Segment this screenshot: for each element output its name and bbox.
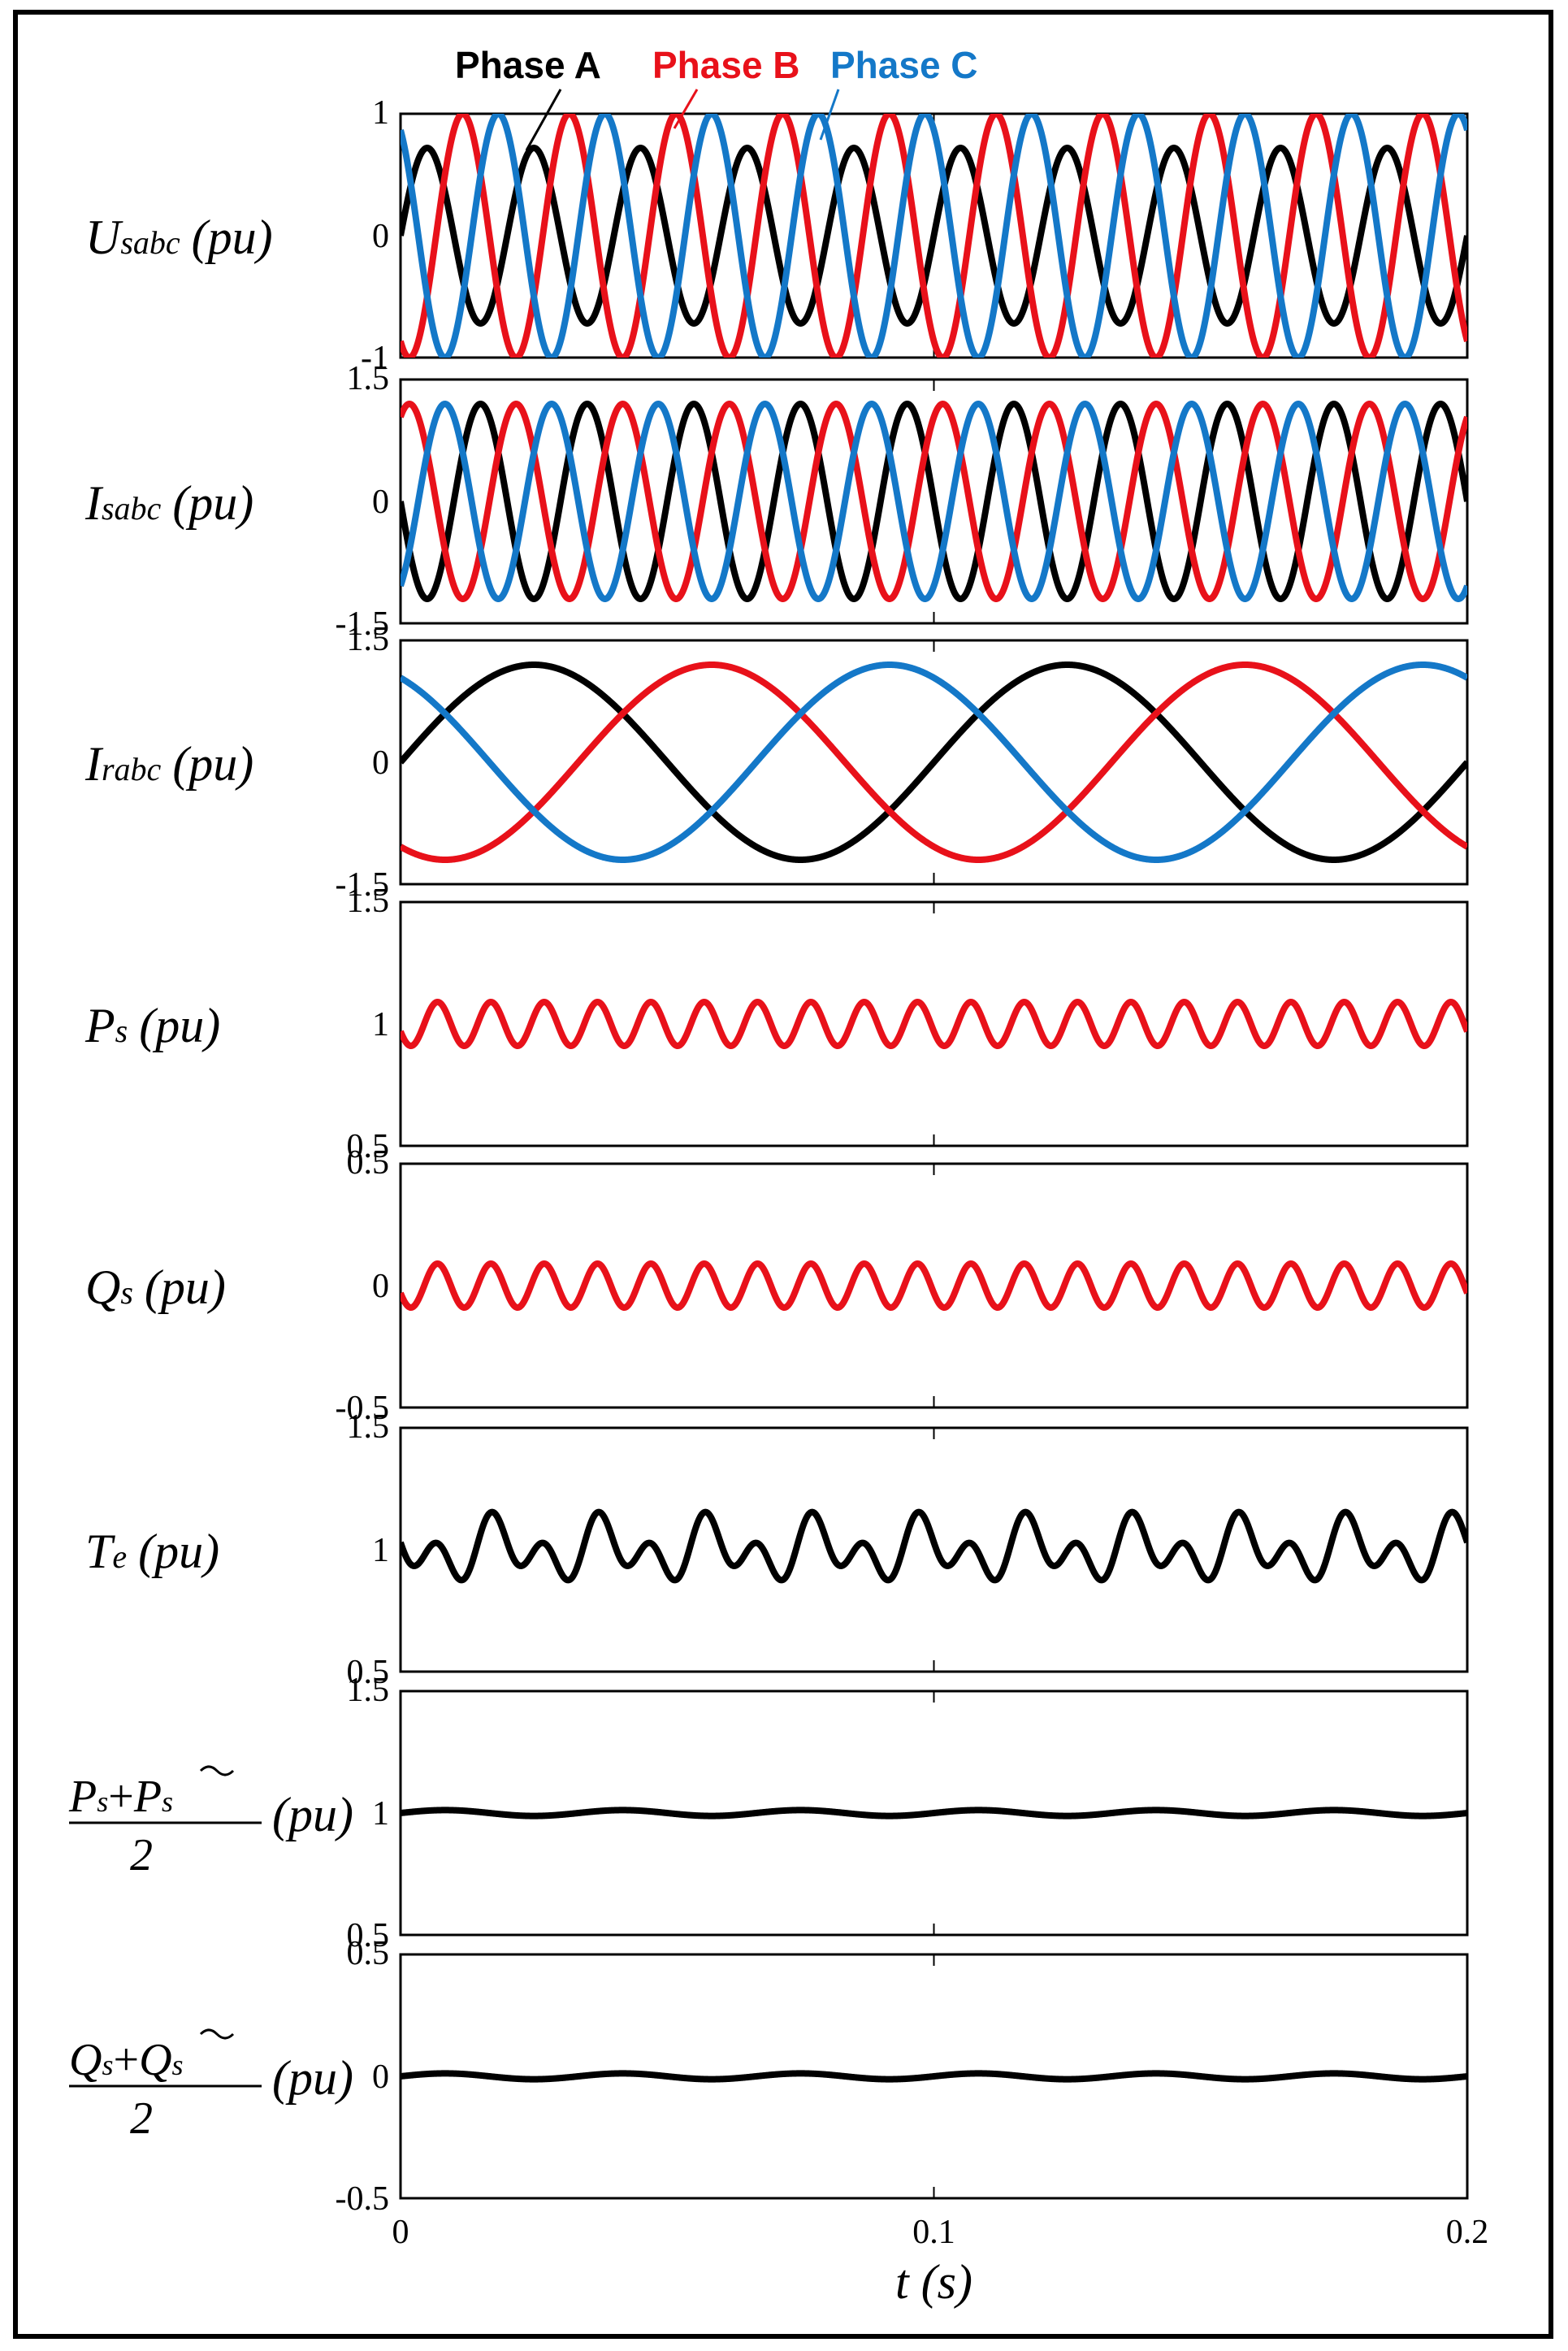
y-tick-label-isabc-0: 1.5 [347, 360, 390, 397]
y-tick-label-ps_avg-2: 0.5 [347, 1917, 390, 1954]
y-axis-label-ps: Ps(pu) [84, 999, 220, 1052]
fraction-denominator: 2 [130, 1830, 153, 1880]
y-tick-label-isabc-2: -1.5 [336, 605, 390, 643]
series-group-qs_avg [401, 2070, 1467, 2083]
tilde-mark [199, 2028, 235, 2040]
series-line-usabc-phase-a [401, 145, 1467, 327]
y-axis-label-qs: Qs(pu) [85, 1260, 226, 1314]
svg-text:Qs+Qs: Qs+Qs [69, 2035, 184, 2085]
y-axis-label-usabc: Usabc(pu) [85, 210, 273, 264]
y-tick-label-irabc-1: 0 [372, 744, 389, 782]
series-group-isabc [401, 401, 1467, 602]
y-tick-label-qs_avg-1: 0 [372, 2058, 389, 2096]
y-tick-label-ps-1: 1 [372, 1006, 389, 1043]
series-line-irabc-phase-b [401, 661, 1467, 863]
y-tick-label-ps_avg-1: 1 [372, 1795, 389, 1833]
series-group-irabc [401, 661, 1467, 863]
y-tick-label-qs_avg-2: -0.5 [336, 2180, 390, 2218]
panel-ps: 1.5 1 0.5 Ps(pu) [84, 883, 1469, 1165]
panel-ps_avg: 1.5 1 0.5 Ps+Ps 2 (pu) [68, 1672, 1469, 1954]
y-tick-label-te-0: 1.5 [347, 1408, 390, 1446]
y-tick-label-isabc-1: 0 [372, 484, 389, 521]
y-axis-unit: (pu) [272, 1788, 353, 1841]
series-line-isabc-phase-c [401, 401, 1467, 602]
series-group-te [401, 1508, 1467, 1584]
x-tick-label-0: 0 [392, 2214, 409, 2251]
panels-group: 10-1Usabc(pu)1.50-1.5Isabc(pu)1.50-1.5Ir… [68, 94, 1469, 2218]
y-tick-label-te-1: 1 [372, 1532, 389, 1569]
legend-label-phase-b: Phase B [652, 44, 800, 86]
y-tick-label-usabc-1: 0 [372, 218, 389, 255]
legend-label-phase-c: Phase C [830, 44, 978, 86]
panel-qs_avg: 0.5 0 -0.5 Qs+Qs 2 (pu) [69, 1935, 1469, 2218]
series-line-te-0 [401, 1508, 1467, 1584]
y-tick-label-qs-1: 0 [372, 1268, 389, 1305]
panel-irabc: 1.5 0 -1.5 Irabc(pu) [84, 621, 1469, 904]
x-axis-title: t (s) [895, 2255, 972, 2309]
x-tick-label-1: 0.1 [912, 2214, 955, 2251]
x-tick-label-2: 0.2 [1446, 2214, 1489, 2251]
series-line-isabc-phase-b [401, 401, 1467, 602]
series-line-ps-0 [401, 999, 1467, 1049]
y-tick-label-qs-0: 0.5 [347, 1144, 390, 1182]
y-axis-label-isabc: Isabc(pu) [84, 476, 253, 530]
panel-qs: 0.5 0 -0.5 Qs(pu) [85, 1144, 1469, 1427]
tilde-mark [199, 1765, 235, 1776]
panel-usabc: 1 0 -1 Usabc(pu) [85, 94, 1469, 377]
y-axis-label-te: Te(pu) [85, 1525, 219, 1578]
y-tick-label-qs-2: -0.5 [336, 1390, 390, 1427]
y-tick-label-qs_avg-0: 0.5 [347, 1935, 390, 1972]
y-axis-label-qs_avg: Qs+Qs 2 (pu) [69, 2028, 353, 2144]
fraction-denominator: 2 [130, 2093, 153, 2144]
y-axis-label-ps_avg: Ps+Ps 2 (pu) [68, 1765, 353, 1880]
y-tick-label-irabc-0: 1.5 [347, 621, 390, 658]
series-line-usabc-phase-c [401, 114, 1467, 358]
y-tick-label-ps-2: 0.5 [347, 1128, 390, 1165]
series-line-ps_avg-0 [401, 1807, 1467, 1820]
y-tick-label-ps-0: 1.5 [347, 883, 390, 920]
y-tick-label-irabc-2: -1.5 [336, 866, 390, 904]
series-line-irabc-phase-a [401, 661, 1467, 863]
legend-pointer-0 [525, 89, 562, 151]
legend-pointer-2 [819, 89, 840, 141]
legend: Phase A Phase B Phase C [455, 44, 978, 151]
legend-label-phase-a: Phase A [455, 44, 601, 86]
series-line-qs_avg-0 [401, 2070, 1467, 2083]
y-tick-label-te-2: 0.5 [347, 1654, 390, 1691]
series-group-ps [401, 999, 1467, 1049]
series-group-ps_avg [401, 1807, 1467, 1820]
y-tick-label-ps_avg-0: 1.5 [347, 1672, 390, 1709]
series-line-usabc-phase-b [401, 114, 1467, 358]
svg-text:Ps+Ps: Ps+Ps [68, 1772, 173, 1822]
series-group-qs [401, 1260, 1467, 1311]
x-axis: 0 0.1 0.2 t (s) [392, 2214, 1489, 2309]
series-line-isabc-phase-a [401, 401, 1467, 602]
legend-pointer-1 [673, 89, 699, 129]
series-line-qs-0 [401, 1260, 1467, 1311]
y-tick-label-usabc-0: 1 [372, 94, 389, 132]
y-axis-label-irabc: Irabc(pu) [84, 737, 253, 791]
panel-te: 1.5 1 0.5 Te(pu) [85, 1408, 1469, 1691]
panel-isabc: 1.5 0 -1.5 Isabc(pu) [84, 360, 1469, 643]
y-tick-label-usabc-2: -1 [361, 340, 389, 377]
series-line-irabc-phase-c [401, 661, 1467, 863]
y-axis-unit: (pu) [272, 2051, 353, 2105]
series-group-usabc [401, 114, 1467, 358]
